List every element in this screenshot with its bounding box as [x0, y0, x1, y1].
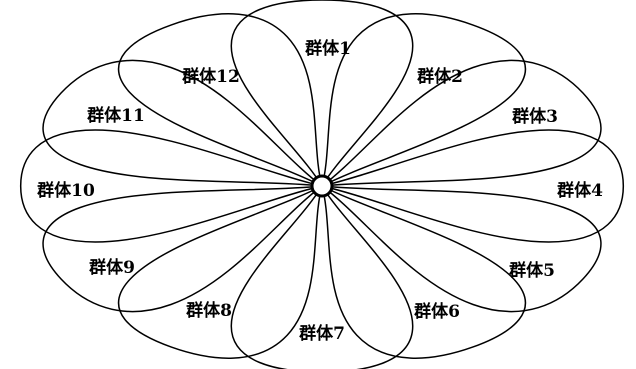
center-circle	[310, 174, 334, 198]
petal-label-12: 群体12	[182, 66, 240, 87]
petal-9	[16, 138, 368, 328]
petal-6	[243, 158, 551, 369]
petal-label-7: 群体7	[299, 323, 345, 344]
petals-layer	[16, 0, 629, 369]
petal-label-4: 群体4	[557, 180, 603, 201]
petal-label-9: 群体9	[89, 257, 135, 278]
petal-label-6: 群体6	[414, 301, 460, 322]
petal-label-11: 群体11	[87, 105, 145, 126]
petal-label-1: 群体1	[305, 38, 351, 59]
petal-label-2: 群体2	[417, 66, 463, 87]
petal-8	[93, 158, 401, 369]
petal-7	[231, 186, 412, 369]
petal-label-10: 群体10	[37, 180, 95, 201]
petal-label-5: 群体5	[509, 260, 555, 281]
petal-10	[21, 130, 322, 242]
petal-2	[243, 0, 551, 214]
petal-4	[322, 130, 623, 242]
petal-1	[231, 0, 412, 186]
petal-11	[16, 45, 368, 235]
petal-5	[277, 138, 629, 328]
petal-label-8: 群体8	[186, 300, 232, 321]
petal-label-3: 群体3	[512, 106, 558, 127]
labels-layer: 群体1 群体2 群体3 群体4 群体5 群体6 群体7 群体8 群体9 群体10…	[37, 38, 603, 344]
petal-3	[277, 45, 629, 235]
petal-12	[93, 0, 401, 214]
